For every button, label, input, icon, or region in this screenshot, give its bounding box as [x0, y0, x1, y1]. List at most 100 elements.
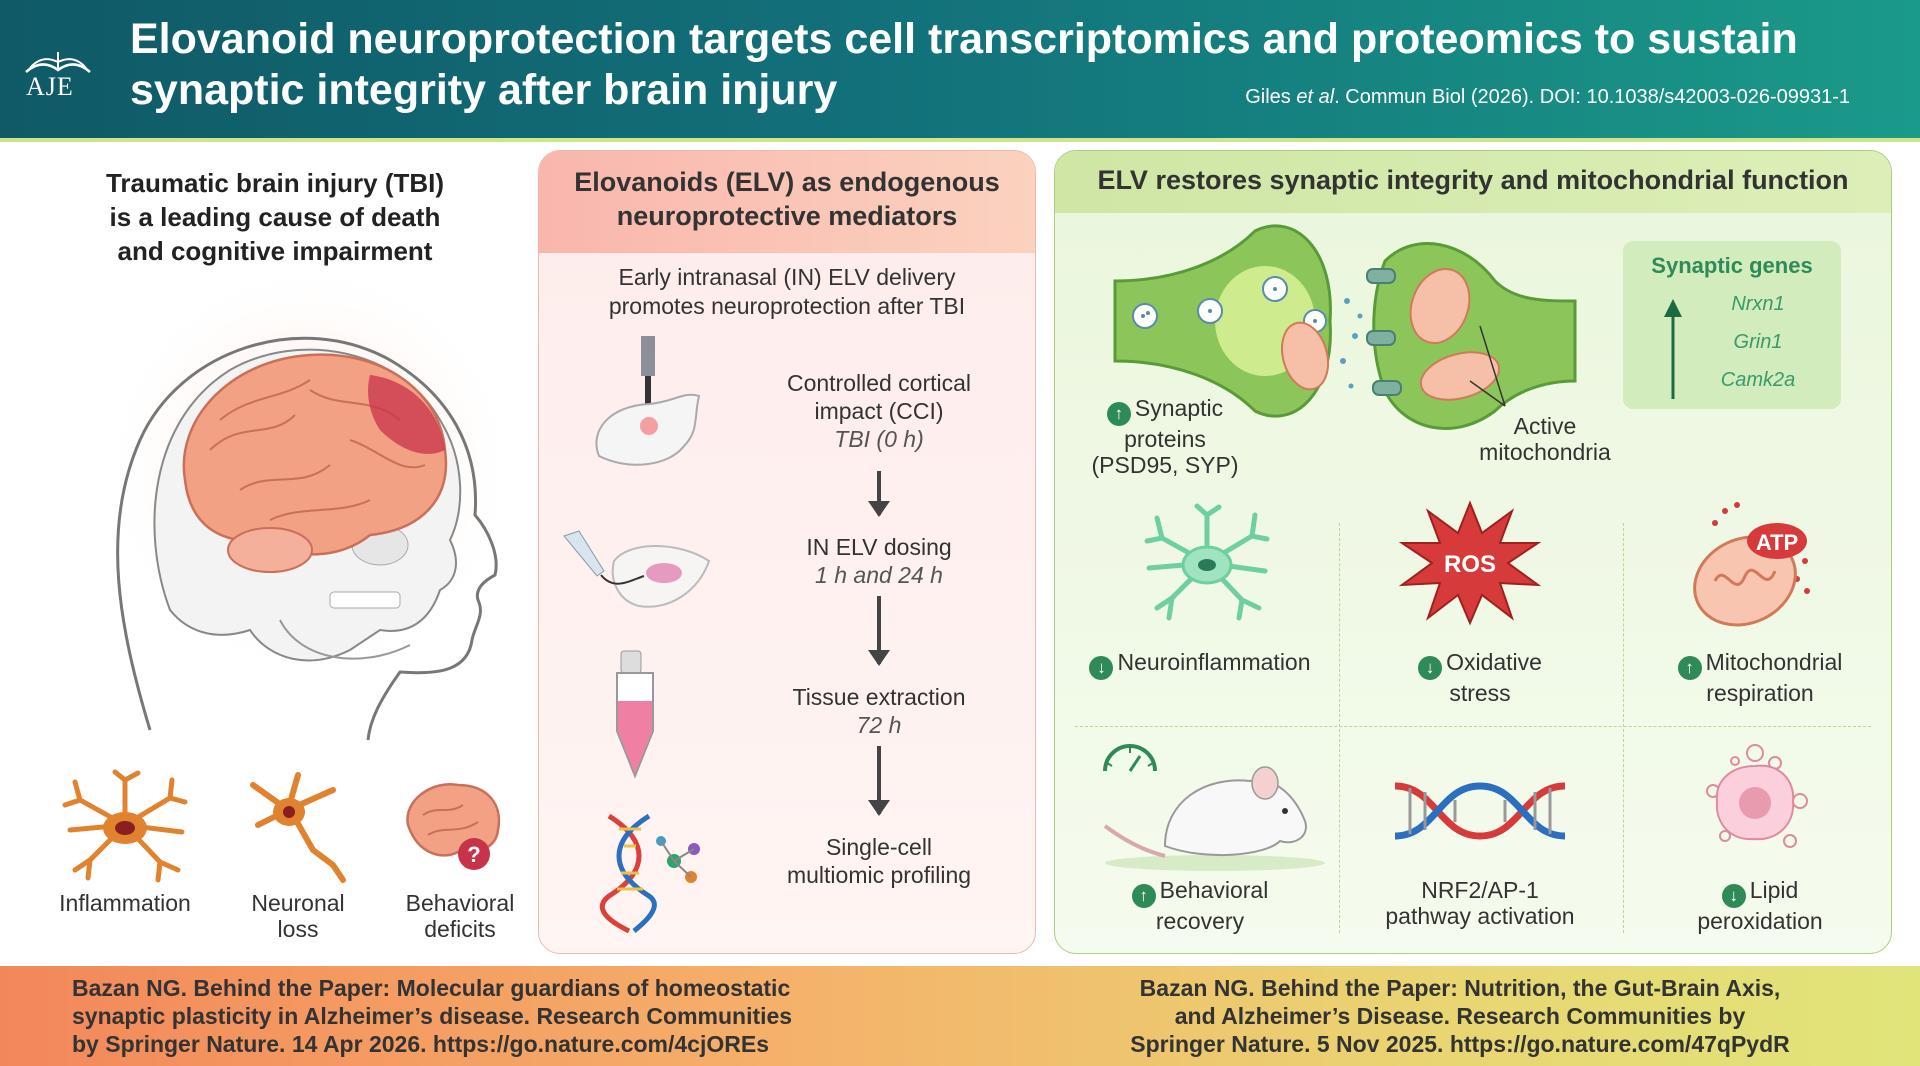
label-line: peroxidation [1697, 908, 1823, 934]
microglia-icon [1144, 503, 1270, 621]
subtitle-line: Early intranasal (IN) ELV delivery [618, 264, 956, 290]
dna-pathway-icon [1394, 782, 1566, 840]
step-time: TBI (0 h) [834, 426, 924, 452]
up-arrow-icon [1664, 299, 1682, 399]
divider [1623, 523, 1624, 933]
inflammation-label: Inflammation [45, 890, 205, 916]
label-line: ↓Oxidative [1345, 649, 1615, 680]
down-arrow-icon: ↓ [1721, 884, 1746, 908]
down-arrow-icon: ↓ [1089, 656, 1114, 680]
page-title: Elovanoid neuroprotection targets cell t… [130, 14, 1890, 116]
step-extraction: Tissue extraction 72 h [739, 683, 1019, 739]
step-profiling: Single-cell multiomic profiling [739, 833, 1019, 889]
title-line: neuroprotective mediators [616, 201, 958, 231]
label-line: ↓Neuroinflammation [1065, 649, 1335, 680]
label-line: mitochondria [1479, 439, 1611, 465]
label-line: Active [1513, 413, 1577, 439]
elv-effects-header [1055, 151, 1891, 213]
logo-text: AJE [26, 72, 74, 101]
reference-line: by Springer Nature. 14 Apr 2026. https:/… [72, 1031, 769, 1057]
gene-grin1: Grin1 [1733, 331, 1783, 353]
footer-references: Bazan NG. Behind the Paper: Molecular gu… [0, 966, 1920, 1066]
label-line: ↓Lipid [1625, 877, 1891, 908]
intranasal-dosing-icon [563, 530, 711, 608]
title-line-2: synaptic integrity after brain injury [130, 66, 838, 114]
label-line: Inflammation [59, 890, 191, 916]
label-line: respiration [1706, 680, 1814, 706]
label-line: stress [1449, 680, 1511, 706]
label-line: ↑Synaptic [1075, 395, 1255, 426]
label-line: Behavioral [405, 890, 515, 916]
elovanoid-panel: Elovanoids (ELV) as endogenous neuroprot… [538, 150, 1036, 954]
neuron-icon [250, 772, 346, 883]
subtitle-line: promotes neuroprotection after TBI [608, 293, 966, 319]
up-arrow-icon: ↑ [1106, 402, 1131, 426]
dna-multiomics-icon [599, 813, 700, 934]
effect-neuroinflammation: ↓Neuroinflammation [1065, 649, 1335, 680]
left-heading-line: is a leading cause of death [109, 202, 441, 232]
citation-etal: et al [1296, 86, 1335, 108]
open-book-icon [25, 52, 91, 73]
synaptic-genes-box: Synaptic genes Nrxn1 Grin1 Camk2a [1623, 241, 1841, 409]
step-line: IN ELV dosing [806, 534, 952, 560]
step-line: Single-cell [825, 834, 933, 860]
citation: Giles et al. Commun Biol (2026). DOI: 10… [1245, 86, 1850, 109]
step-line: Tissue extraction [792, 684, 966, 710]
active-mitochondria-label: Active mitochondria [1445, 413, 1645, 465]
step-time: 72 h [856, 712, 902, 738]
label-line: Neuronal [251, 890, 345, 916]
label-line: recovery [1155, 908, 1245, 934]
synaptic-proteins-label: ↑Synaptic proteins (PSD95, SYP) [1075, 395, 1255, 478]
aje-logo: AJE [22, 48, 94, 104]
elv-effects-title: ELV restores synaptic integrity and mito… [1097, 165, 1849, 195]
reference-line: Bazan NG. Behind the Paper: Nutrition, t… [1139, 975, 1781, 1001]
reference-right: Bazan NG. Behind the Paper: Nutrition, t… [1060, 974, 1860, 1058]
header-banner: AJE Elovanoid neuroprotection targets ce… [0, 0, 1920, 142]
title-line-1: Elovanoid neuroprotection targets cell t… [130, 15, 1798, 63]
step-dosing: IN ELV dosing 1 h and 24 h [739, 533, 1019, 589]
head-outline [116, 336, 498, 741]
ros-text: ROS [1444, 551, 1496, 578]
label-line: ↑Behavioral [1065, 877, 1335, 908]
step-line: Controlled cortical [786, 370, 972, 396]
title-line: Elovanoids (ELV) as endogenous [574, 167, 1000, 197]
label-line: (PSD95, SYP) [1091, 452, 1239, 478]
divider [1075, 726, 1871, 727]
brain-skull-illustration [100, 260, 520, 741]
left-heading-line: and cognitive impairment [117, 236, 433, 266]
label-line: pathway activation [1385, 903, 1575, 929]
step-line: multiomic profiling [786, 862, 972, 888]
gene-nrxn1: Nrxn1 [1731, 293, 1785, 315]
elovanoid-subtitle: Early intranasal (IN) ELV delivery promo… [539, 263, 1035, 321]
reference-line: Bazan NG. Behind the Paper: Molecular gu… [72, 975, 791, 1001]
label-line: loss [277, 916, 319, 942]
label-line: deficits [424, 916, 496, 942]
microglia-icon [62, 769, 188, 883]
citation-rest: . Commun Biol (2026). DOI: 10.1038/s4200… [1334, 86, 1850, 108]
mitochondrion-icon [1280, 321, 1330, 391]
flow-arrow [868, 596, 890, 666]
sample-tube-icon [616, 650, 654, 779]
elovanoid-panel-title: Elovanoids (ELV) as endogenous neuroprot… [539, 165, 1035, 233]
left-heading-line: Traumatic brain injury (TBI) [105, 168, 445, 198]
left-heading: Traumatic brain injury (TBI) is a leadin… [30, 166, 520, 268]
atp-mitochondrion-icon: ATP [1693, 502, 1810, 627]
lipid-peroxidation-icon [1706, 744, 1808, 848]
injury-site [368, 375, 445, 454]
divider [1339, 523, 1340, 933]
elv-effects-panel: ELV restores synaptic integrity and mito… [1054, 150, 1892, 954]
up-arrow-icon: ↑ [1131, 884, 1156, 908]
brain-question-icon: ? [406, 782, 501, 870]
cci-mouse-icon [595, 336, 701, 466]
flow-arrow [868, 746, 890, 816]
elovanoid-panel-header [539, 151, 1035, 253]
synapse-illustration [1113, 224, 1577, 430]
label-line: proteins [1124, 426, 1206, 452]
label-line: NRF2/AP-1 [1421, 877, 1539, 903]
reference-left: Bazan NG. Behind the Paper: Molecular gu… [72, 974, 892, 1058]
mouse-behavior-icon [1103, 744, 1325, 871]
